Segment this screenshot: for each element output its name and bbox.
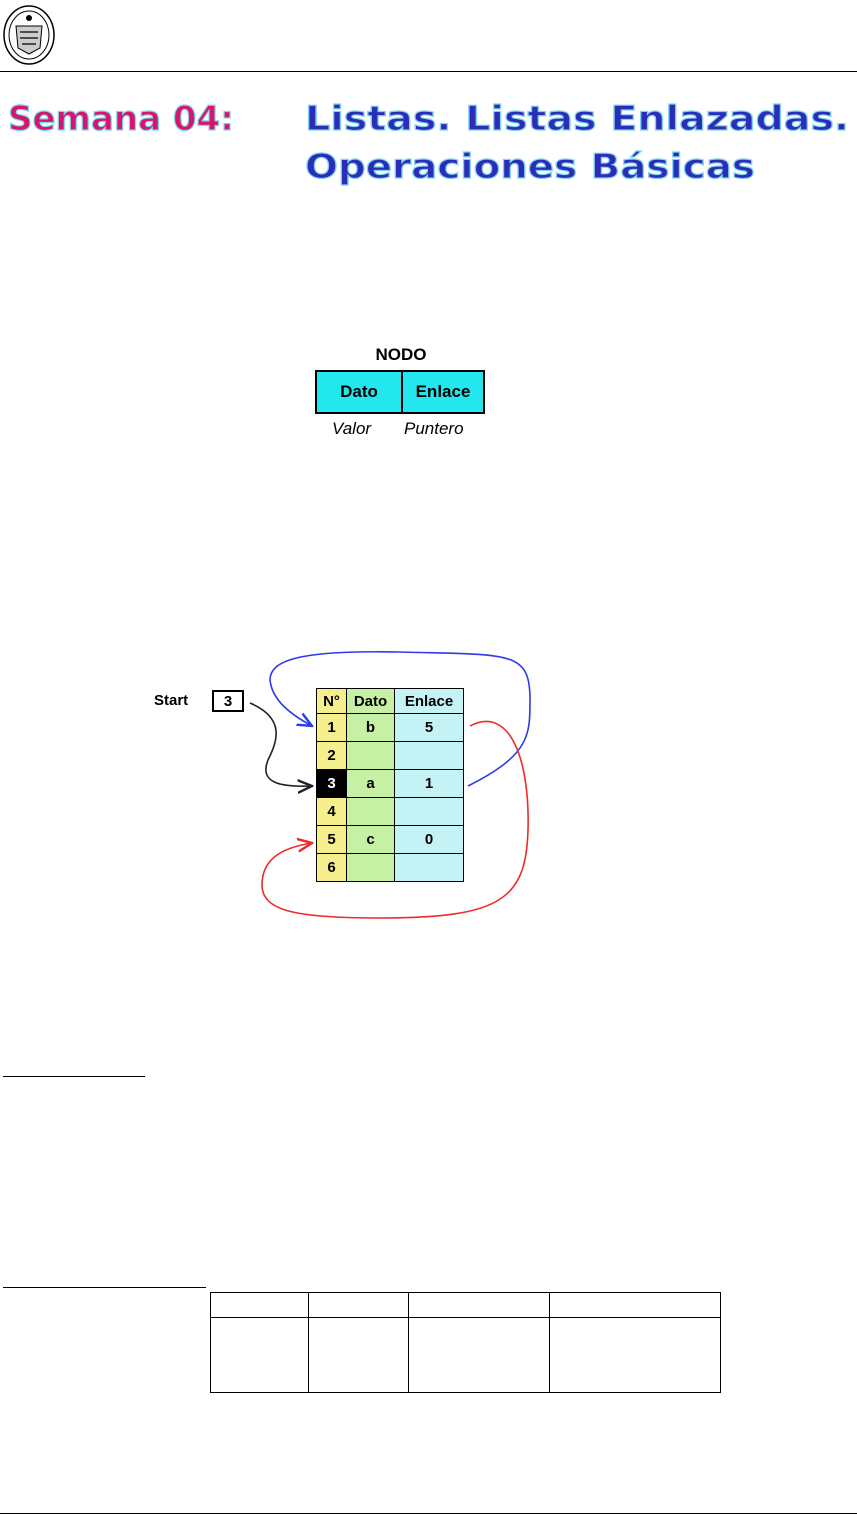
table-header-row: N° Dato Enlace	[316, 688, 464, 714]
row-n: 5	[316, 825, 347, 854]
table-row	[210, 1292, 721, 1318]
university-seal-icon	[3, 5, 55, 65]
arrow-start-to-3	[249, 702, 312, 786]
nodo-label: NODO	[375, 345, 427, 364]
footer-rule	[0, 1513, 857, 1514]
title-line-2: Operaciones Básicas	[305, 147, 755, 187]
title-line-1: Listas. Listas Enlazadas.	[305, 99, 849, 139]
table-row: 2	[316, 741, 464, 770]
table-cell	[549, 1292, 721, 1318]
table-row	[210, 1317, 721, 1393]
empty-table	[210, 1292, 721, 1393]
table-cell	[408, 1292, 550, 1318]
row-enlace	[394, 797, 464, 826]
table-row: 5 c 0	[316, 825, 464, 854]
nodo-cell-enlace: Enlace	[415, 382, 471, 401]
table-cell	[210, 1292, 309, 1318]
start-label: Start	[154, 692, 189, 709]
table-row: 6	[316, 853, 464, 882]
linked-list-arrows	[249, 650, 531, 919]
page-title: Semana 04: Listas. Listas Enlazadas. Ope…	[7, 98, 849, 187]
table-row: 1 b 5	[316, 713, 464, 742]
row-dato: b	[346, 713, 395, 742]
row-enlace	[394, 853, 464, 882]
row-enlace: 5	[394, 713, 464, 742]
table-cell	[408, 1317, 550, 1393]
section-heading-underline	[3, 1076, 145, 1077]
row-enlace: 0	[394, 825, 464, 854]
row-dato: c	[346, 825, 395, 854]
table-cell	[549, 1317, 721, 1393]
row-enlace: 1	[394, 769, 464, 798]
table-row: 3 a 1	[316, 769, 464, 798]
start-value: 3	[212, 690, 244, 712]
header-dato: Dato	[346, 688, 395, 714]
nodo-caption-puntero: Puntero	[404, 419, 464, 438]
nodo-cell-dato: Dato	[317, 372, 403, 412]
row-n: 1	[316, 713, 347, 742]
row-dato	[346, 797, 395, 826]
header-rule	[0, 71, 857, 72]
row-dato	[346, 741, 395, 770]
row-enlace	[394, 741, 464, 770]
nodo-box: Dato Enlace	[315, 370, 485, 414]
table-cell	[308, 1292, 409, 1318]
header-n: N°	[316, 688, 347, 714]
section-heading-underline	[3, 1287, 206, 1288]
row-dato	[346, 853, 395, 882]
table-cell	[308, 1317, 409, 1393]
row-n: 4	[316, 797, 347, 826]
arrow-1-to-5	[261, 720, 529, 919]
row-n: 2	[316, 741, 347, 770]
row-n: 6	[316, 853, 347, 882]
title-week-label: Semana 04:	[8, 99, 234, 139]
header-enlace: Enlace	[394, 688, 464, 714]
row-dato: a	[346, 769, 395, 798]
arrow-3-to-1	[269, 650, 531, 787]
row-n-selected: 3	[316, 769, 347, 798]
linked-list-table: N° Dato Enlace 1 b 5 2 3 a 1 4 5 c 0 6	[316, 688, 464, 882]
table-row: 4	[316, 797, 464, 826]
nodo-caption-valor: Valor	[332, 419, 372, 438]
table-cell	[210, 1317, 309, 1393]
